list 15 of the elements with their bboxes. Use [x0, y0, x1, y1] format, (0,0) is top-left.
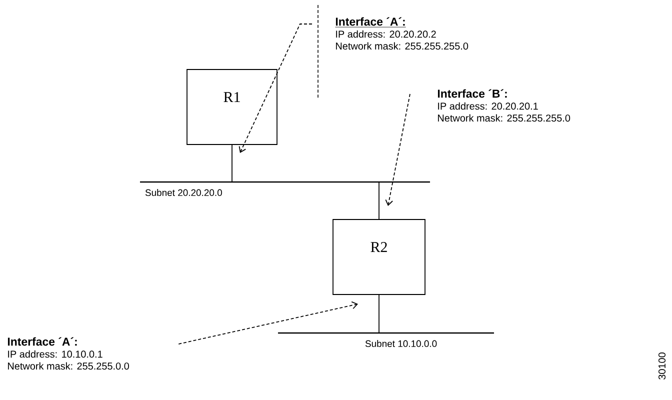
subnet-line	[140, 181, 430, 183]
subnet-label: Subnet 10.10.0.0	[365, 340, 437, 347]
subnet-line	[278, 332, 494, 334]
router-box: R2	[332, 219, 426, 295]
connection-line	[238, 24, 312, 153]
connection-line	[378, 294, 380, 334]
connection-line	[378, 182, 380, 220]
interface-text: Interface ´A´: IP address: 10.10.0.1 Network mask: 255.255.0.0	[8, 337, 129, 370]
leader-line	[385, 94, 410, 206]
subnet-label: Subnet 20.20.20.0	[145, 189, 222, 196]
interface-text: Interface ´B´: IP address: 20.20.20.1 Network mask: 255.255.255.0	[438, 89, 570, 122]
connection-line	[178, 301, 358, 344]
figure-number: 30100	[658, 352, 666, 380]
interface-text: Interface ´A´: IP address: 20.20.20.2 Network mask: 255.255.255.0	[335, 17, 468, 50]
router-box: R1	[186, 69, 278, 145]
